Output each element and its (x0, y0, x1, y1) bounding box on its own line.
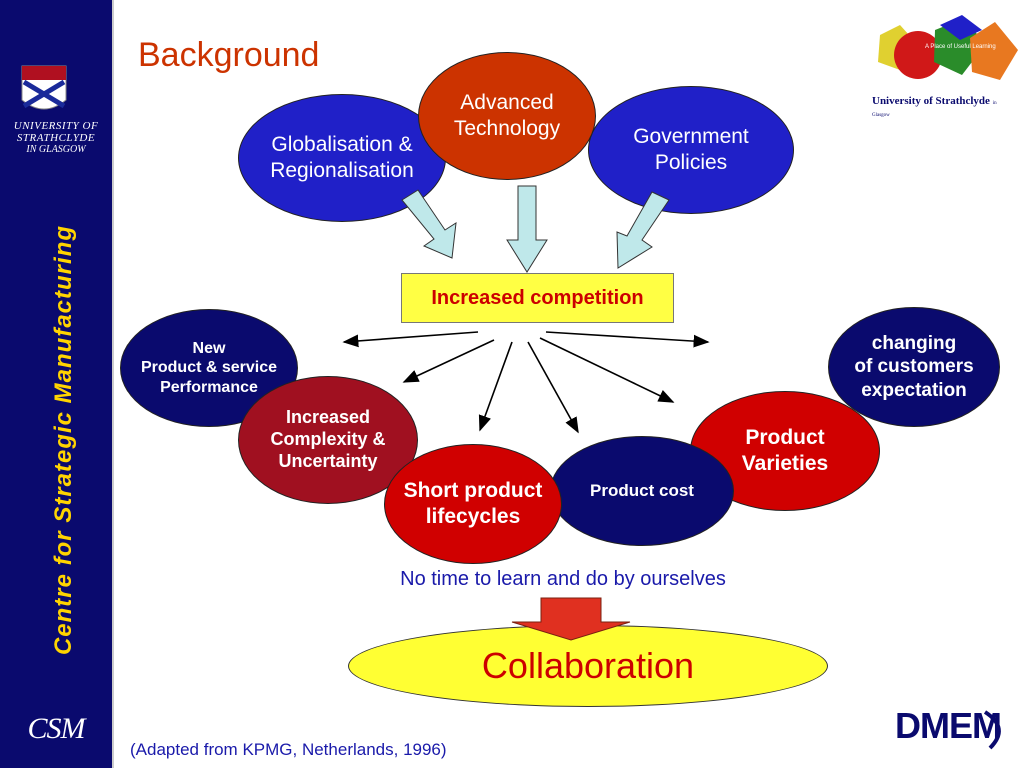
sidebar-university-line1: UNIVERSITY OF STRATHCLYDE (13, 120, 99, 144)
sidebar (0, 0, 112, 768)
sidebar-university-line2: IN GLASGOW (26, 144, 86, 155)
logo-location: in Glasgow (872, 101, 997, 118)
dmem-logo: DMEM (895, 705, 1002, 746)
collaboration-ellipse: Collaboration (348, 625, 828, 707)
arrow-technology-icon (506, 185, 548, 273)
arrow-to-complexity (402, 339, 495, 383)
csm-logo: CSM (27, 712, 86, 745)
arrow-to-lifecycles (478, 341, 513, 432)
logo-name: University of Strathclyde (872, 95, 990, 107)
driver-government-label: Government Policies (633, 125, 749, 174)
logo-tagline: A Place of Useful Learning (925, 44, 996, 50)
arrow-to-new-product (342, 331, 479, 348)
effect-varieties-label: Product Varieties (741, 426, 829, 475)
arrow-to-expectation (545, 331, 710, 348)
driver-technology-label: Advanced Technology (453, 91, 561, 140)
driver-government: Government Policies (588, 86, 794, 214)
effect-cost-label: Product cost (590, 480, 694, 500)
logo-caption: University of Strathclyde in Glasgow (872, 95, 1012, 119)
effect-expectation-label: changing of customers expectation (854, 333, 974, 401)
increased-competition-box: Increased competition (401, 273, 674, 323)
effect-complexity-label: Increased Complexity & Uncertainty (270, 407, 386, 471)
sidebar-divider (112, 0, 114, 768)
arrow-to-varieties (539, 337, 675, 403)
effect-expectation: changing of customers expectation (828, 307, 1000, 427)
effect-new-product-label: New Product & service Performance (140, 339, 278, 396)
effect-lifecycles-label: Short product lifecycles (403, 479, 543, 528)
conclusion-note: No time to learn and do by ourselves (400, 568, 726, 590)
effect-cost: Product cost (550, 436, 734, 546)
strathclyde-logo-icon (878, 15, 1018, 80)
arrow-globalisation-icon (401, 189, 457, 259)
driver-globalisation-label: Globalisation & Regionalisation (270, 133, 414, 182)
arrow-government-icon (616, 191, 670, 269)
effect-complexity: Increased Complexity & Uncertainty (238, 376, 418, 504)
source-note: (Adapted from KPMG, Netherlands, 1996) (130, 740, 447, 759)
slide-title: Background (138, 36, 320, 74)
collaboration-label: Collaboration (481, 645, 695, 686)
arrow-to-cost (527, 341, 579, 434)
driver-technology: Advanced Technology (418, 52, 596, 180)
effect-lifecycles: Short product lifecycles (384, 444, 562, 564)
university-crest-icon (21, 65, 67, 110)
sidebar-university-name: UNIVERSITY OF STRATHCLYDE IN GLASGOW (0, 120, 112, 155)
